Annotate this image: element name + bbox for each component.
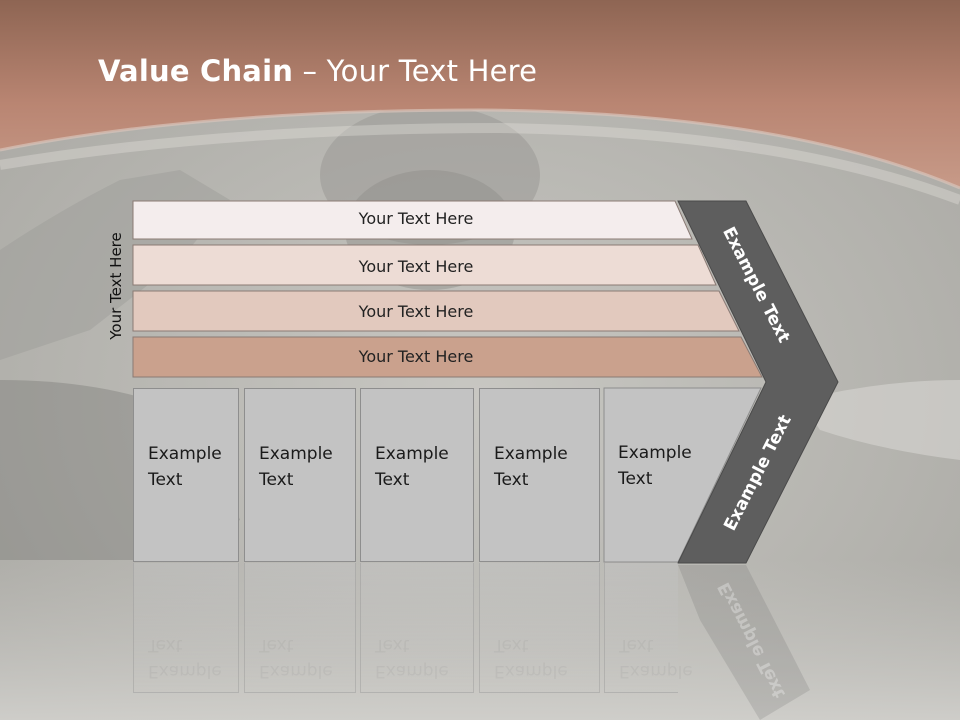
reflection-1-line1: Example <box>148 661 222 681</box>
row-label-4: Your Text Here <box>358 347 474 366</box>
reflection-4-line2: Text <box>494 635 528 655</box>
row-band-4 <box>132 336 763 378</box>
column-reflection-3: Example Text <box>360 563 474 693</box>
row-label-3: Your Text Here <box>358 302 474 321</box>
title-rest: – Your Text Here <box>293 54 538 88</box>
reflection-2-line2: Text <box>259 635 293 655</box>
column-2-line2: Text <box>259 470 294 490</box>
column-reflection-5: Example Text <box>604 563 693 693</box>
reflection-label-1: Example Text <box>148 632 222 684</box>
reflection-2-line1: Example <box>259 661 333 681</box>
reflection-1-line2: Text <box>148 635 182 655</box>
column-5-line1: Example <box>618 443 692 463</box>
title-bold: Value Chain <box>98 54 294 88</box>
column-reflection-2: Example Text <box>244 563 356 693</box>
column-1-line2: Text <box>148 470 183 490</box>
reflection-3-line2: Text <box>375 635 409 655</box>
column-4-line1: Example <box>494 444 568 464</box>
reflection-label-3: Example Text <box>375 632 449 684</box>
reflection-4-line1: Example <box>494 661 568 681</box>
slide-title: Value Chain – Your Text Here <box>98 54 537 88</box>
column-3-line1: Example <box>375 444 449 464</box>
row-label-1: Your Text Here <box>358 209 474 228</box>
reflection-3-line1: Example <box>375 661 449 681</box>
column-1-line1: Example <box>148 444 222 464</box>
column-5-line2: Text <box>618 469 653 489</box>
reflection-label-4: Example Text <box>494 632 568 684</box>
column-2-line1: Example <box>259 444 333 464</box>
chevron-arrow <box>677 200 839 564</box>
row-band-2 <box>132 244 717 286</box>
column-4-line2: Text <box>494 470 529 490</box>
column-reflection-4: Example Text <box>479 563 600 693</box>
row-band-1 <box>132 200 693 240</box>
column-reflection-1: Example Text <box>133 563 239 693</box>
column-3-line2: Text <box>375 470 410 490</box>
reflection-5-line2: Text <box>619 635 653 655</box>
reflection-label-2: Example Text <box>259 632 333 684</box>
row-band-3 <box>132 290 740 332</box>
reflection-label-5: Example Text <box>619 632 693 684</box>
reflection-5-line1: Example <box>619 661 693 681</box>
chevron-reflection <box>678 565 810 720</box>
row-label-2: Your Text Here <box>358 257 474 276</box>
